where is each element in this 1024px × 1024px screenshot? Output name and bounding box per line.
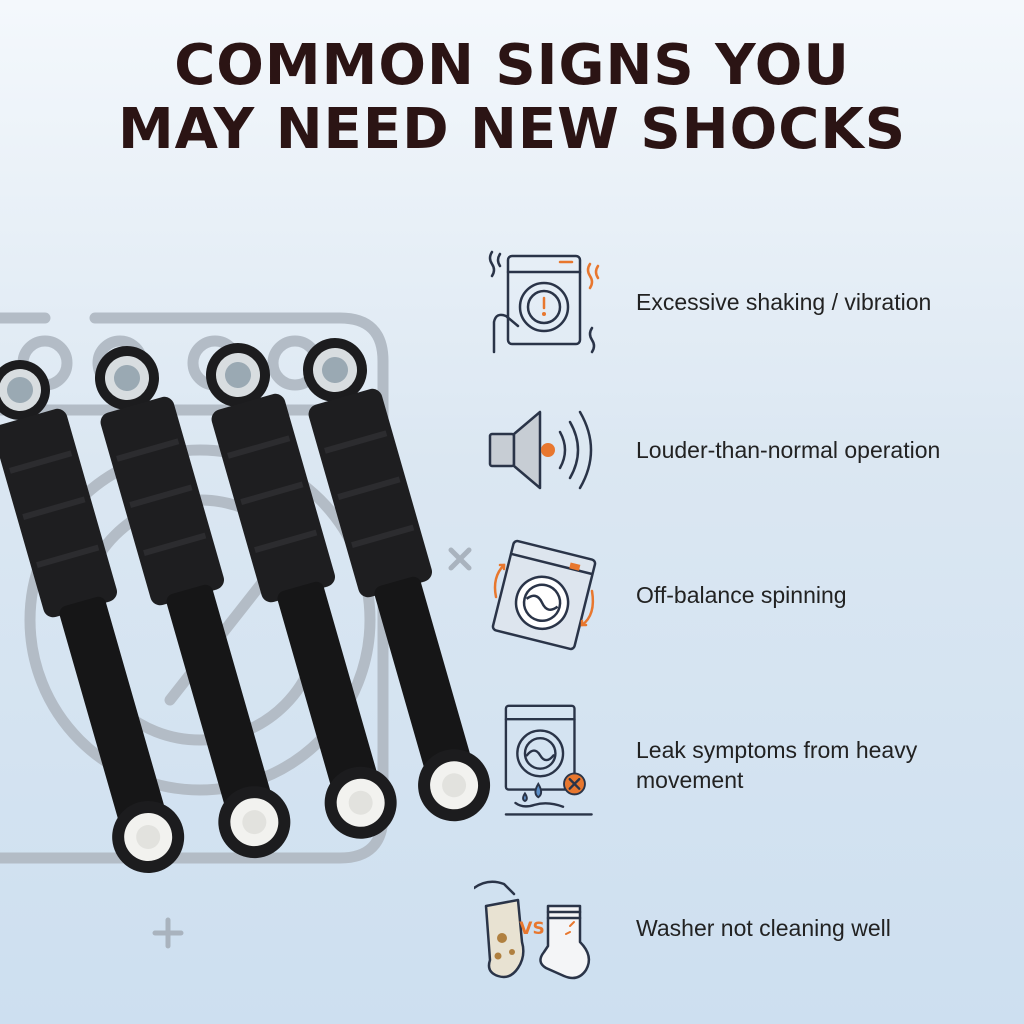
shock-absorber-2: [95, 346, 291, 859]
sign-item-off-balance: Off-balance spinning: [474, 535, 1014, 655]
shock-absorbers-illustration: [0, 312, 491, 949]
sign-label: Leak symptoms from heavy movement: [636, 737, 918, 793]
vibrating-washer-icon: [488, 250, 600, 354]
title-line-2: MAY NEED NEW SHOCKS: [117, 97, 907, 162]
dirty-vs-clean-socks-icon: VS: [474, 880, 591, 980]
sign-label: Washer not cleaning well: [636, 915, 891, 941]
sign-label: Excessive shaking / vibration: [636, 289, 932, 315]
leaking-washer-icon: [504, 704, 593, 816]
sign-item-leak: Leak symptoms from heavy movement: [474, 702, 1014, 828]
sign-item-loud-operation: Louder-than-normal operation: [474, 390, 1014, 510]
page-title: COMMON SIGNS YOU MAY NEED NEW SHOCKS: [0, 34, 1024, 162]
speaker-icon: [488, 410, 593, 490]
decor-x-icon: [448, 547, 472, 571]
shock-absorber-3: [206, 343, 397, 839]
shock-absorber-1: [0, 360, 185, 873]
shock-absorber-4: [303, 338, 491, 822]
sign-label: Louder-than-normal operation: [636, 437, 941, 463]
decor-plus-icon: [152, 917, 184, 949]
rotating-washer-icon: [491, 539, 597, 651]
sign-item-not-cleaning: VS Washer not cleaning well: [474, 872, 1014, 984]
title-line-1: COMMON SIGNS YOU: [174, 33, 850, 98]
sign-label: Off-balance spinning: [636, 582, 847, 608]
sign-item-vibration: Excessive shaking / vibration: [474, 242, 1014, 362]
vs-badge: VS: [519, 919, 544, 939]
